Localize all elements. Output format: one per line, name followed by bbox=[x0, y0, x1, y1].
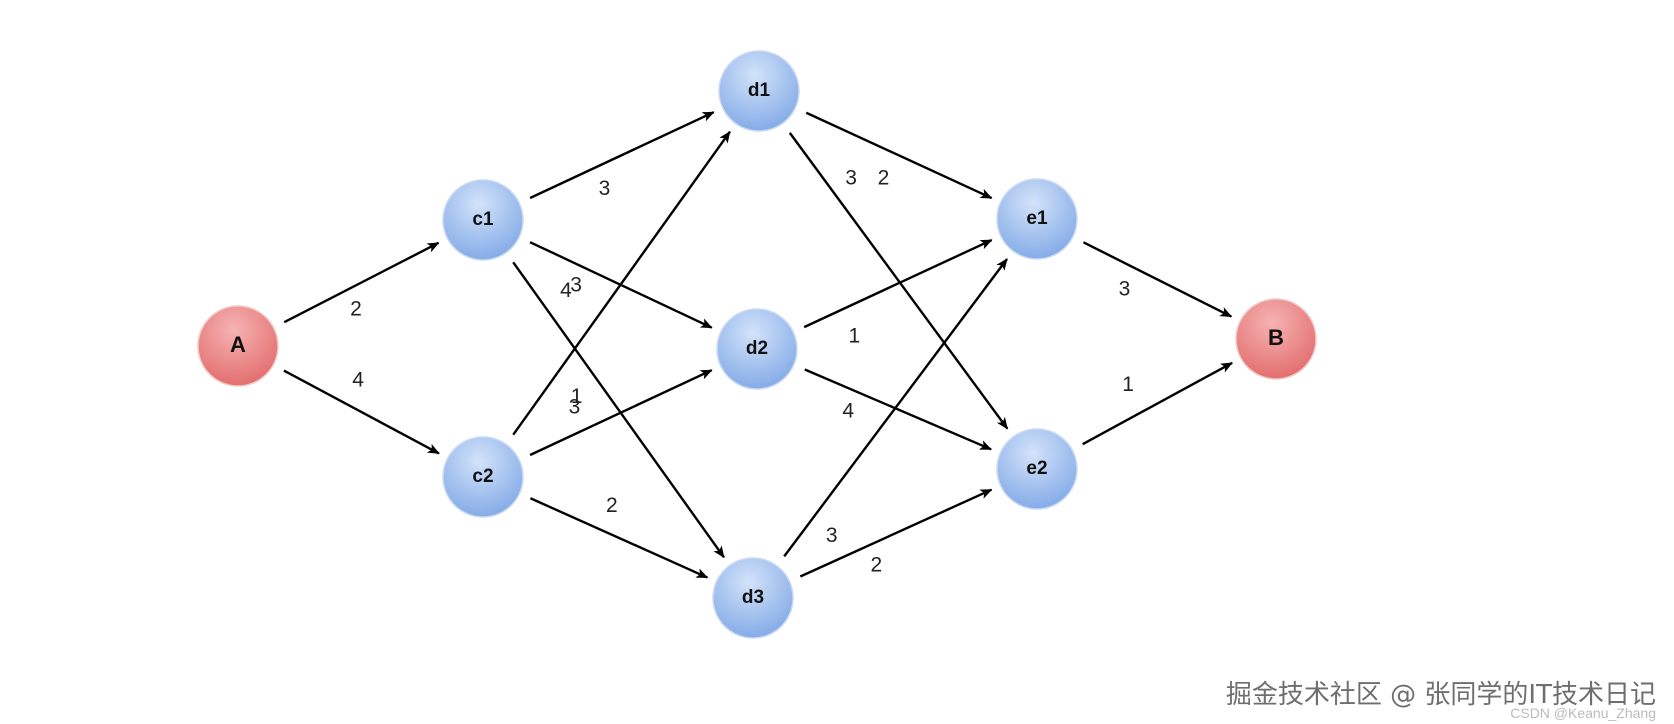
node-circle-d3 bbox=[712, 557, 794, 639]
node-label-e1: e1 bbox=[1026, 208, 1048, 229]
node-label-d1: d1 bbox=[748, 80, 771, 101]
edge-d1-e1 bbox=[805, 111, 993, 200]
watermark-csdn: CSDN @Keanu_Zhang bbox=[1510, 705, 1656, 721]
watermark-juejin: 掘金技术社区 @ 张同学的IT技术日记 bbox=[1225, 680, 1656, 710]
edge-c1-d3 bbox=[512, 261, 725, 559]
edge-c2-d1 bbox=[512, 130, 731, 436]
edge-A-c1 bbox=[283, 241, 440, 324]
node-circle-A bbox=[197, 305, 279, 387]
node-A: A bbox=[197, 305, 279, 387]
edge-c1-d1 bbox=[529, 111, 715, 200]
node-label-d3: d3 bbox=[742, 587, 764, 608]
edge-weight-c2-d3: 2 bbox=[606, 494, 618, 517]
node-label-B: B bbox=[1268, 325, 1284, 350]
edge-c2-d3 bbox=[529, 497, 709, 579]
node-circle-c1 bbox=[442, 179, 524, 261]
node-label-e2: e2 bbox=[1026, 458, 1047, 479]
edge-weight-d1-e1: 2 bbox=[878, 167, 890, 190]
node-label-d2: d2 bbox=[746, 338, 768, 359]
node-d3: d3 bbox=[712, 557, 794, 639]
edge-e1-B bbox=[1082, 241, 1233, 318]
node-circle-B bbox=[1235, 298, 1317, 380]
edge-d3-e1 bbox=[783, 258, 1008, 558]
edge-d3-e2 bbox=[799, 488, 993, 578]
edge-A-c2 bbox=[283, 369, 440, 455]
edge-d2-e2 bbox=[804, 368, 992, 451]
edge-weight-c1-d2: 3 bbox=[570, 273, 582, 296]
edge-weight-d3-e2: 2 bbox=[870, 554, 882, 577]
node-d1: d1 bbox=[718, 50, 800, 132]
edge-weight-e1-B: 3 bbox=[1119, 277, 1131, 300]
node-c1: c1 bbox=[442, 179, 524, 261]
edges-layer bbox=[283, 111, 1233, 579]
edge-weight-d2-e2: 4 bbox=[842, 400, 854, 423]
edge-weight-d3-e1: 3 bbox=[826, 524, 838, 547]
node-e2: e2 bbox=[996, 428, 1078, 510]
edge-d1-e2 bbox=[788, 132, 1009, 430]
edge-weight-c1-d3: 4 bbox=[560, 279, 572, 302]
node-circle-d1 bbox=[718, 50, 800, 132]
edge-weight-d2-e1: 1 bbox=[848, 324, 860, 347]
node-circle-e2 bbox=[996, 428, 1078, 510]
edge-weight-c2-d1: 1 bbox=[571, 385, 583, 408]
edge-weight-A-c1: 2 bbox=[350, 298, 362, 321]
edge-weight-c1-d1: 3 bbox=[599, 177, 611, 200]
edge-weight-c2-d2: 3 bbox=[569, 395, 581, 418]
node-d2: d2 bbox=[716, 308, 798, 390]
edge-c2-d2 bbox=[529, 369, 713, 457]
node-label-c2: c2 bbox=[472, 466, 493, 487]
edge-weight-A-c2: 4 bbox=[352, 368, 364, 391]
edge-d2-e1 bbox=[803, 238, 993, 329]
node-circle-c2 bbox=[442, 436, 524, 518]
node-B: B bbox=[1235, 298, 1317, 380]
node-circle-e1 bbox=[996, 178, 1078, 260]
nodes-layer: Ac1 c2 d1 d2 d3 e1 e2 B bbox=[197, 50, 1317, 639]
node-label-c1: c1 bbox=[472, 209, 494, 230]
node-c2: c2 bbox=[442, 436, 524, 518]
edge-weight-e2-B: 1 bbox=[1122, 373, 1134, 396]
node-e1: e1 bbox=[996, 178, 1078, 260]
node-circle-d2 bbox=[716, 308, 798, 390]
node-label-A: A bbox=[230, 332, 246, 357]
edge-weight-d1-e2: 3 bbox=[845, 167, 857, 190]
edge-e2-B bbox=[1082, 361, 1233, 446]
